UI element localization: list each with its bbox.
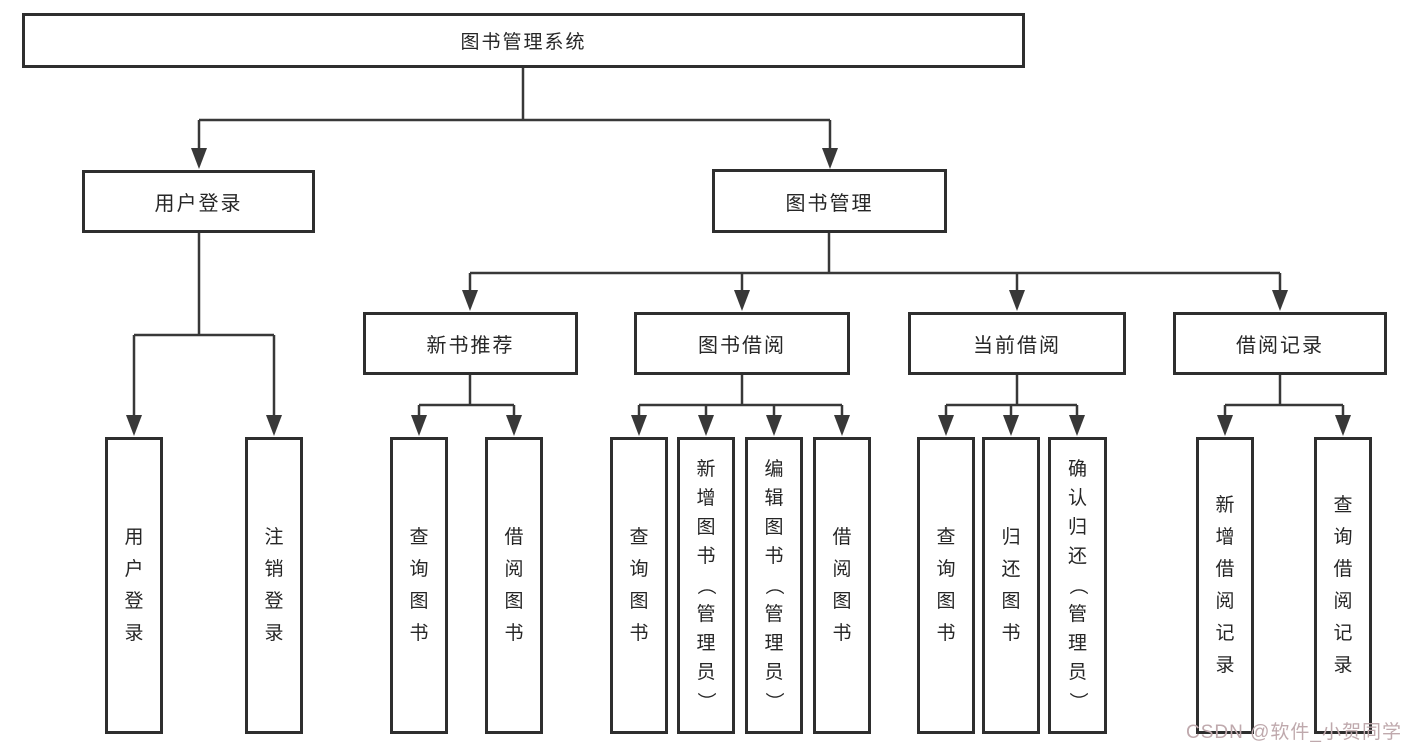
- node-user-login: 用户登录: [82, 170, 315, 233]
- node-book-management-label: 图书管理: [785, 192, 874, 215]
- node-root-label: 图书管理系统: [460, 32, 587, 53]
- leaf-borrow-edit-book-admin-label: 编辑图书（管理员）: [763, 459, 785, 712]
- leaf-borrow-edit-book-admin: 编辑图书（管理员）: [745, 437, 803, 734]
- leaf-records-add-record: 新增借阅记录: [1196, 437, 1254, 734]
- leaf-user-login-label: 用户登录: [124, 527, 144, 644]
- leaf-current-return-book-label: 归还图书: [1001, 527, 1021, 644]
- csdn-watermark: CSDN @软件_小贺同学: [1186, 722, 1402, 743]
- leaf-current-confirm-return-admin: 确认归还（管理员）: [1048, 437, 1107, 734]
- leaf-records-query-record: 查询借阅记录: [1314, 437, 1372, 734]
- node-root: 图书管理系统: [22, 13, 1025, 68]
- leaf-current-return-book: 归还图书: [982, 437, 1040, 734]
- leaf-recommend-query-book: 查询图书: [390, 437, 448, 734]
- node-new-book-recommend: 新书推荐: [363, 312, 578, 375]
- leaf-borrow-query-book: 查询图书: [610, 437, 668, 734]
- node-borrow-records: 借阅记录: [1173, 312, 1387, 375]
- leaf-borrow-borrow-book: 借阅图书: [813, 437, 871, 734]
- node-book-management: 图书管理: [712, 169, 947, 233]
- leaf-borrow-add-book-admin: 新增图书（管理员）: [677, 437, 735, 734]
- node-new-book-recommend-label: 新书推荐: [426, 335, 515, 357]
- node-user-login-label: 用户登录: [154, 193, 243, 215]
- arrowheads: [126, 148, 1351, 436]
- leaf-logout-label: 注销登录: [264, 527, 284, 644]
- leaf-borrow-query-book-label: 查询图书: [629, 527, 649, 644]
- node-book-borrow-label: 图书借阅: [698, 335, 786, 357]
- leaf-current-query-book-label: 查询图书: [936, 527, 956, 644]
- node-borrow-records-label: 借阅记录: [1236, 335, 1324, 357]
- leaf-logout: 注销登录: [245, 437, 303, 734]
- leaf-current-query-book: 查询图书: [917, 437, 975, 734]
- leaf-records-add-record-label: 新增借阅记录: [1215, 495, 1235, 676]
- leaf-borrow-add-book-admin-label: 新增图书（管理员）: [695, 459, 717, 712]
- leaf-recommend-borrow-book-label: 借阅图书: [504, 527, 524, 644]
- node-current-borrow-label: 当前借阅: [973, 335, 1061, 357]
- leaf-recommend-query-book-label: 查询图书: [409, 527, 429, 644]
- node-book-borrow: 图书借阅: [634, 312, 850, 375]
- node-current-borrow: 当前借阅: [908, 312, 1126, 375]
- leaf-current-confirm-return-admin-label: 确认归还（管理员）: [1066, 459, 1088, 712]
- leaf-user-login: 用户登录: [105, 437, 163, 734]
- leaf-recommend-borrow-book: 借阅图书: [485, 437, 543, 734]
- leaf-borrow-borrow-book-label: 借阅图书: [832, 527, 852, 644]
- leaf-records-query-record-label: 查询借阅记录: [1333, 495, 1353, 676]
